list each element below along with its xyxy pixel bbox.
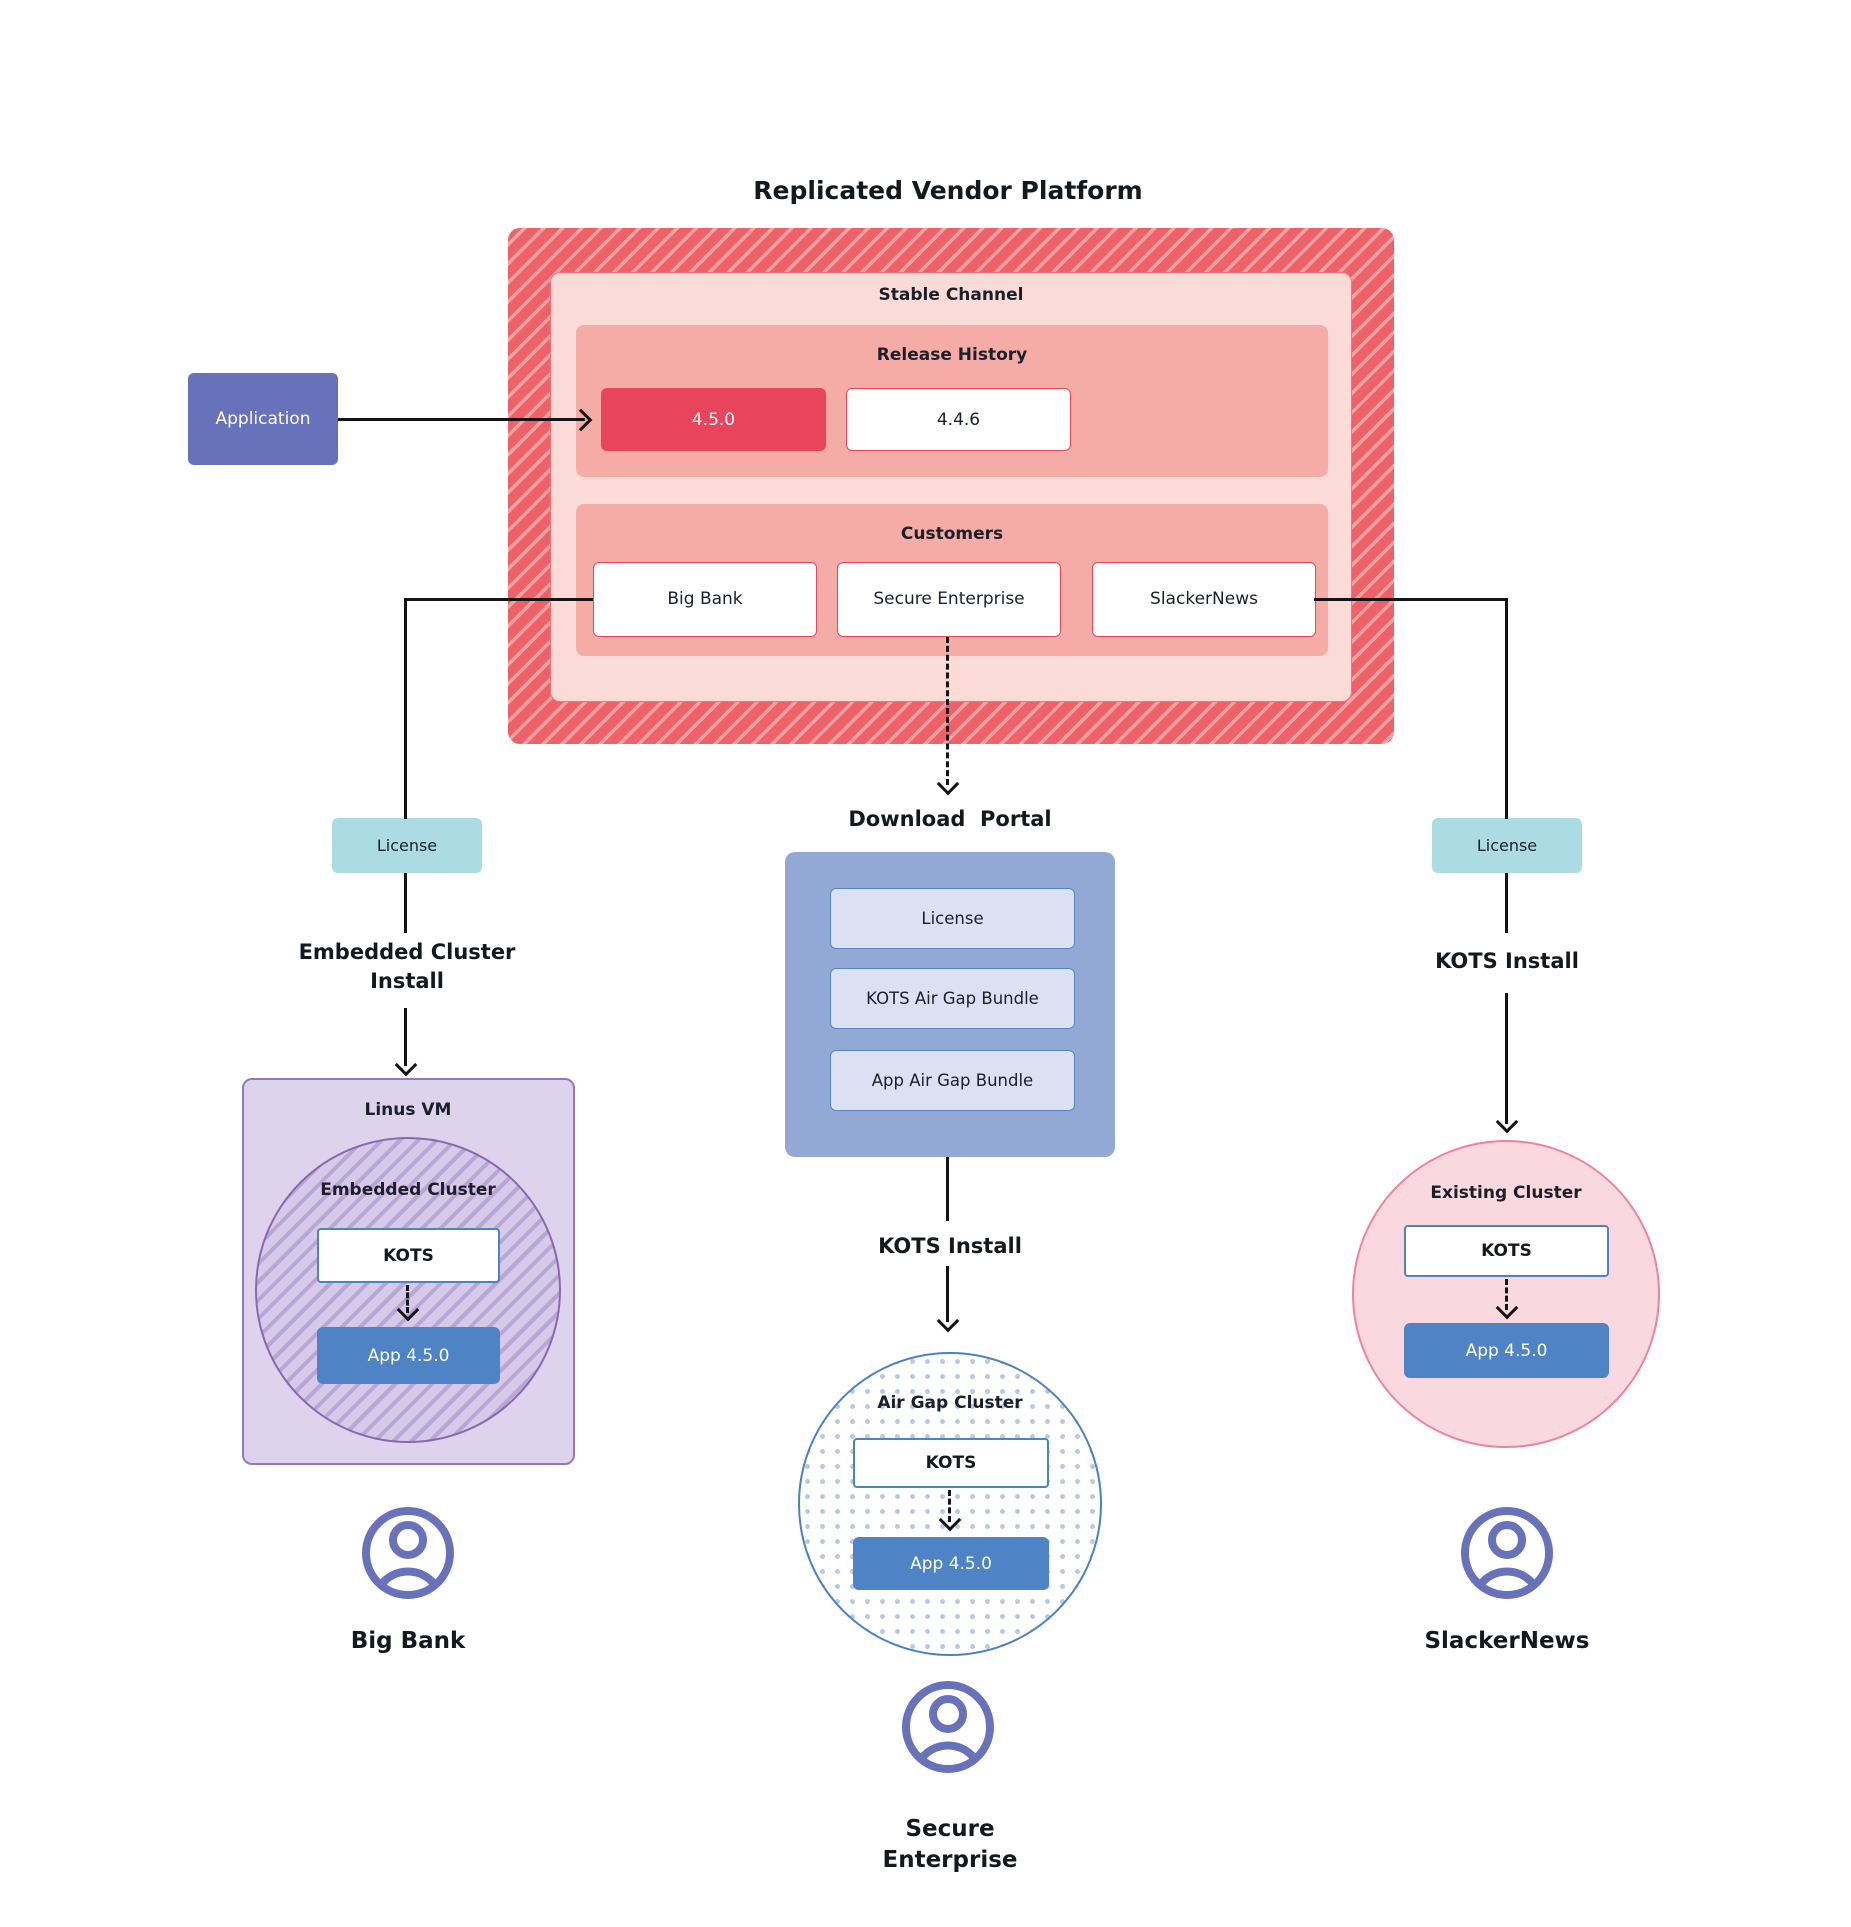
existing-cluster-label: Existing Cluster xyxy=(1430,1183,1582,1203)
portal-item-kots-airgap-bundle: KOTS Air Gap Bundle xyxy=(830,968,1075,1029)
dashed-arrow-kots-left xyxy=(406,1285,409,1313)
linus-vm-label: Linus VM xyxy=(364,1100,452,1120)
embedded-cluster-label: Embedded Cluster xyxy=(320,1180,496,1200)
slackernews-user-icon xyxy=(1457,1503,1557,1603)
connector-slackernews-horizontal xyxy=(1314,598,1508,601)
embedded-cluster-install-line1: Embedded Cluster xyxy=(298,940,516,964)
customers-label: Customers xyxy=(900,524,1004,544)
secure-enterprise-user-label: Secure Enterprise xyxy=(798,1814,1102,1876)
arrowhead-download-portal xyxy=(936,772,960,796)
kots-install-label-middle: KOTS Install xyxy=(878,1234,1022,1258)
dashed-arrow-kots-middle xyxy=(948,1490,951,1522)
release-history-label: Release History xyxy=(876,345,1028,365)
arrowhead-existing-cluster xyxy=(1495,1110,1519,1134)
arrow-embedded-install xyxy=(404,1008,407,1066)
customer-slackernews: SlackerNews xyxy=(1092,562,1316,637)
connector-license-right-tail xyxy=(1505,873,1508,933)
dashed-arrow-secure-enterprise xyxy=(946,637,949,785)
portal-item-license: License xyxy=(830,888,1075,949)
connector-license-left-tail xyxy=(404,873,407,933)
connector-bigbank-vertical xyxy=(404,598,407,819)
release-4-4-6: 4.4.6 xyxy=(846,388,1071,451)
app-box-middle: App 4.5.0 xyxy=(853,1537,1049,1590)
app-box-left: App 4.5.0 xyxy=(317,1327,500,1384)
secure-enterprise-user-icon xyxy=(898,1677,998,1777)
connector-bigbank-horizontal xyxy=(404,598,593,601)
kots-box-left: KOTS xyxy=(317,1228,500,1283)
air-gap-cluster-label: Air Gap Cluster xyxy=(877,1393,1023,1413)
portal-item-app-airgap-bundle: App Air Gap Bundle xyxy=(830,1050,1075,1111)
diagram-title: Replicated Vendor Platform xyxy=(753,176,1143,205)
connector-portal-tail xyxy=(946,1157,949,1221)
customer-big-bank: Big Bank xyxy=(593,562,817,637)
secure-enterprise-user-line2: Enterprise xyxy=(882,1847,1018,1874)
secure-enterprise-user-line1: Secure xyxy=(905,1816,995,1842)
arrow-application-to-release xyxy=(338,418,585,421)
arrowhead-airgap-cluster xyxy=(936,1309,960,1333)
kots-box-middle: KOTS xyxy=(853,1438,1049,1488)
big-bank-user-label: Big Bank xyxy=(350,1628,466,1654)
stable-channel-label: Stable Channel xyxy=(878,285,1024,305)
license-box-right: License xyxy=(1432,818,1582,873)
arrowhead-embedded-install xyxy=(394,1053,418,1077)
app-box-right: App 4.5.0 xyxy=(1404,1323,1609,1378)
embedded-cluster-install-line2: Install xyxy=(370,968,444,993)
application-box: Application xyxy=(188,373,338,465)
arrow-kots-install-right xyxy=(1505,993,1508,1124)
release-4-5-0: 4.5.0 xyxy=(601,388,826,451)
license-box-left: License xyxy=(332,818,482,873)
dashed-arrow-kots-right xyxy=(1505,1279,1508,1310)
slackernews-user-label: SlackerNews xyxy=(1424,1628,1590,1654)
connector-slackernews-vertical xyxy=(1505,598,1508,819)
big-bank-user-icon xyxy=(358,1503,458,1603)
arrow-kots-install-middle xyxy=(946,1266,949,1322)
download-portal-label: Download Portal xyxy=(848,807,1052,831)
embedded-cluster-install-label: Embedded Cluster Install xyxy=(257,938,557,996)
kots-box-right: KOTS xyxy=(1404,1225,1609,1277)
customer-secure-enterprise: Secure Enterprise xyxy=(837,562,1061,637)
kots-install-label-right: KOTS Install xyxy=(1435,949,1579,973)
